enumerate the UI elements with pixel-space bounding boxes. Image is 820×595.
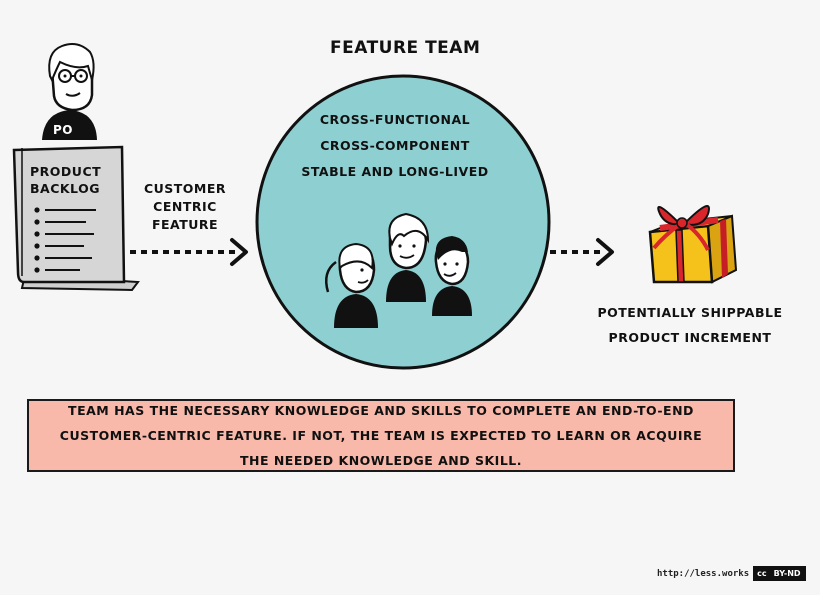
backlog-label-line: BACKLOG [30,181,100,196]
backlog-document-icon [12,145,140,292]
output-label: POTENTIALLY SHIPPABLE PRODUCT INCREMENT [595,300,785,350]
team-trait: STABLE AND LONG-LIVED [301,164,489,179]
backlog-label: PRODUCT BACKLOG [30,163,101,197]
team-trait: CROSS-COMPONENT [320,138,470,153]
team-traits: CROSS-FUNCTIONAL CROSS-COMPONENT STABLE … [300,107,490,185]
output-label-line: PRODUCT INCREMENT [608,330,772,345]
license-label: BY-ND [769,567,805,580]
gift-box-icon [648,205,738,284]
footer: http://less.works cc BY-ND [657,566,806,581]
dotted-arrow-icon [130,238,248,266]
source-link[interactable]: http://less.works [657,568,750,579]
team-trait: CROSS-FUNCTIONAL [319,112,471,127]
creative-commons-icon: cc [754,567,770,580]
output-label-line: POTENTIALLY SHIPPABLE [597,305,783,320]
input-label-line: FEATURE [151,217,219,232]
input-label-line: CENTRIC [153,199,217,214]
team-members-icon [325,212,472,328]
note-text: TEAM HAS THE NECESSARY KNOWLEDGE AND SKI… [59,403,703,468]
input-label: CUSTOMER CENTRIC FEATURE [142,180,228,234]
note-box: TEAM HAS THE NECESSARY KNOWLEDGE AND SKI… [27,399,735,472]
product-owner-icon [42,43,97,140]
po-badge: PO [53,123,73,137]
diagram-title: FEATURE TEAM [330,38,481,58]
license-badge[interactable]: cc BY-ND [753,566,806,581]
input-label-line: CUSTOMER [143,181,227,196]
dotted-arrow-icon [550,238,614,266]
backlog-label-line: PRODUCT [30,164,102,179]
